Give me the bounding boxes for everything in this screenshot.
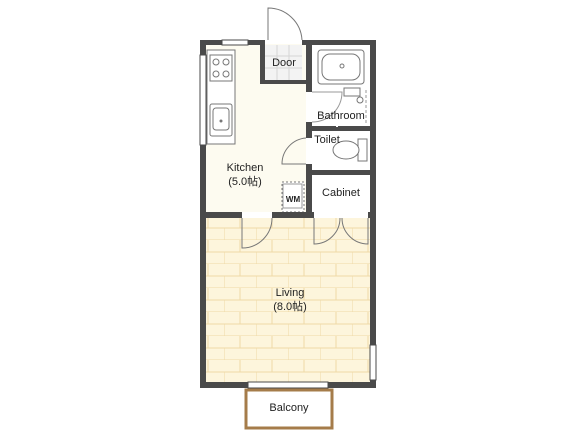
cabinet-door-gap (314, 212, 368, 218)
entrance-floor (265, 45, 302, 80)
washer-outline (282, 183, 303, 209)
kitchen-living-door-gap (242, 212, 272, 218)
entrance-wall-left (260, 40, 265, 84)
sink-drain (219, 119, 223, 123)
cabinet-door-swing-right (341, 217, 369, 245)
top-window (221, 39, 249, 46)
washer-spot (281, 181, 305, 213)
bathroom-door-gap (306, 92, 312, 122)
cabinet-label: Cabinet (322, 187, 360, 199)
toilet-door-swing (281, 137, 307, 165)
cabinet-door-swing-left (313, 217, 341, 245)
washer-label: WM (285, 195, 301, 204)
basin-fixture (356, 96, 364, 104)
bathroom-label: Bathroom (317, 110, 365, 122)
living-floor (206, 218, 370, 382)
bathtub-inner (321, 53, 361, 81)
kitchen-label: Kitchen (226, 162, 264, 174)
balcony-label: Balcony (269, 402, 309, 414)
entrance-wall-bottom (260, 80, 306, 84)
living-size-label: (8.0帖) (273, 301, 307, 313)
living-label: Living (275, 287, 305, 299)
burner-3 (212, 70, 220, 78)
toilet-bowl (332, 140, 360, 160)
burner-2 (222, 58, 230, 66)
kitchen-size-label: (5.0帖) (228, 176, 262, 188)
stove (209, 54, 233, 82)
shower-box (343, 87, 361, 97)
entrance-door-swing (267, 7, 303, 41)
kitchen-right-wall-lower (306, 174, 312, 218)
kitchen-living-door-swing (241, 217, 273, 249)
balcony-window (247, 381, 329, 389)
kitchen-living-wall-left (200, 212, 242, 218)
burner-4 (222, 70, 230, 78)
right-window (369, 344, 377, 381)
toilet-door-gap (306, 138, 312, 164)
sink-bowl (212, 107, 230, 131)
left-window (199, 54, 207, 146)
toilet-cabinet-wall (312, 170, 370, 175)
door-label: Door (272, 57, 296, 69)
toilet-label: Toilet (314, 134, 340, 146)
balcony-floor (244, 388, 334, 430)
entrance-tiles (265, 45, 302, 80)
bathroom-door-swing (311, 91, 343, 123)
bathroom-toilet-wall (312, 126, 370, 131)
bath-drain (339, 63, 345, 69)
toilet-door-gap-top (336, 126, 338, 127)
burner-1 (212, 58, 220, 66)
cabinet-floor (312, 174, 370, 212)
